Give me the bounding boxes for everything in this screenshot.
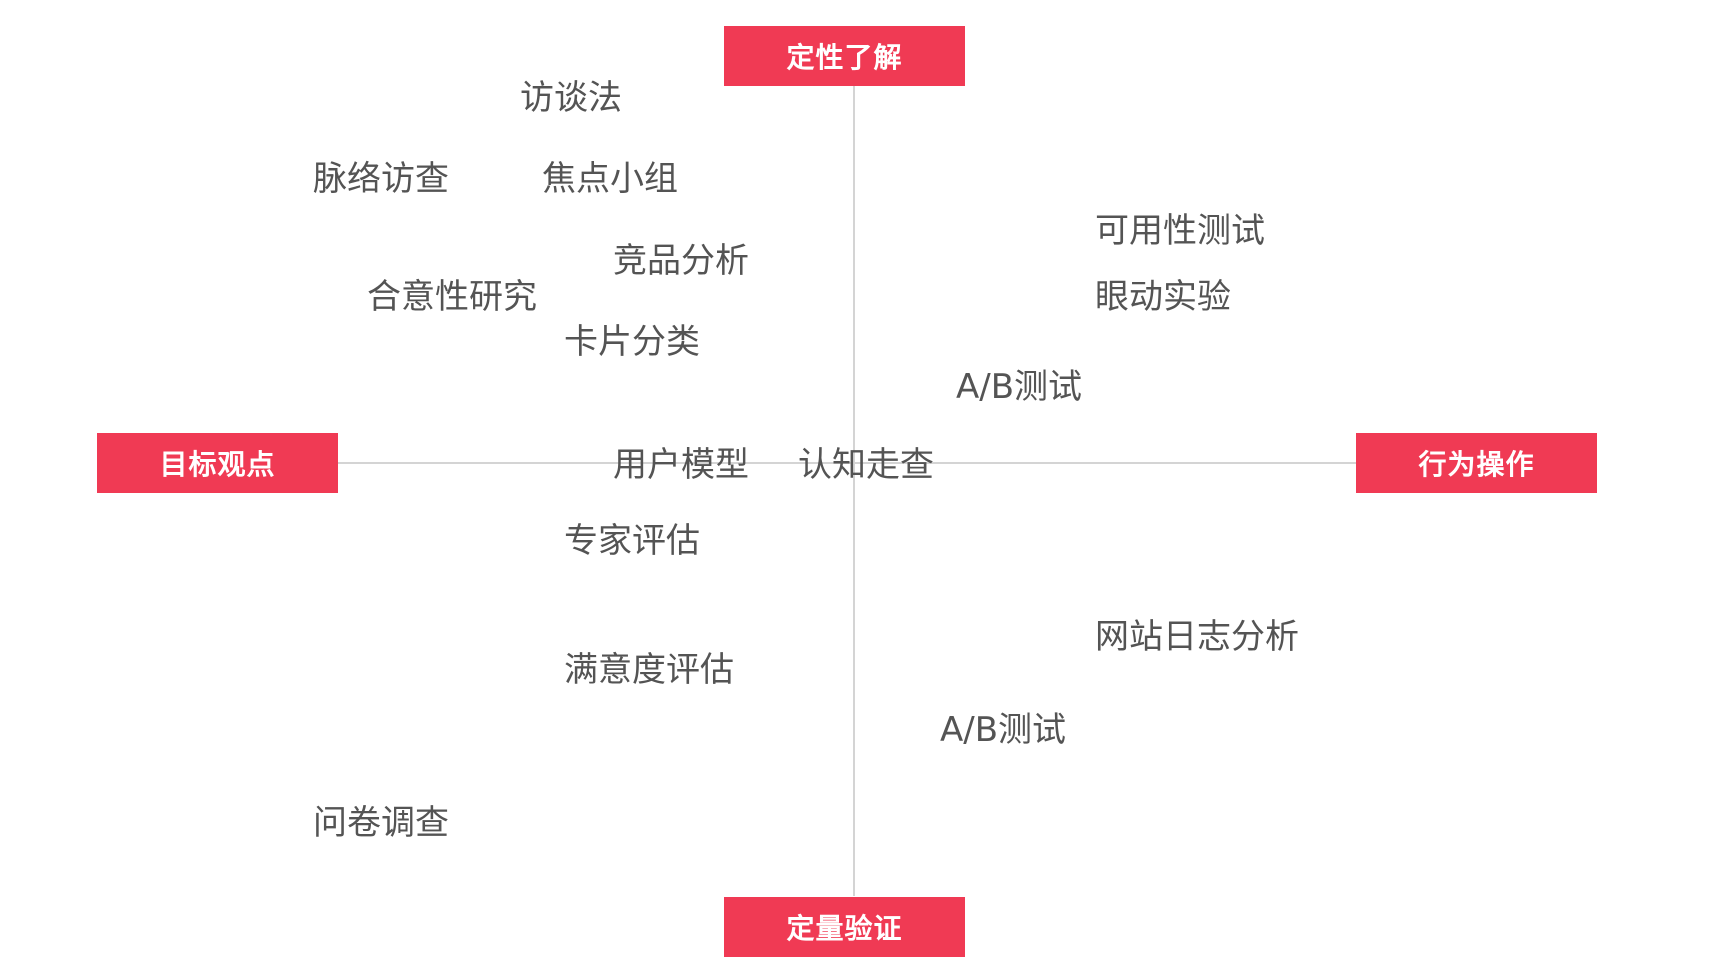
horizontal-axis-line — [338, 462, 1358, 464]
method-web-log-analysis: 网站日志分析 — [1095, 617, 1299, 657]
axis-label-right: 行为操作 — [1356, 433, 1597, 493]
axis-label-top: 定性了解 — [724, 26, 965, 86]
method-usability-test: 可用性测试 — [1095, 211, 1265, 251]
method-user-model: 用户模型 — [613, 445, 749, 485]
method-desirability-study: 合意性研究 — [367, 277, 537, 317]
method-contextual-inquiry: 脉络访查 — [313, 159, 449, 199]
method-expert-review: 专家评估 — [564, 521, 700, 561]
method-competitive-analysis: 竞品分析 — [613, 241, 749, 281]
axis-label-bottom: 定量验证 — [724, 897, 965, 957]
method-cognitive-walkthrough: 认知走查 — [798, 445, 934, 485]
method-interview: 访谈法 — [520, 78, 622, 118]
vertical-axis-line — [853, 86, 855, 896]
axis-label-left: 目标观点 — [97, 433, 338, 493]
method-card-sorting: 卡片分类 — [564, 322, 700, 362]
method-satisfaction-assessment: 满意度评估 — [564, 650, 734, 690]
method-eye-tracking: 眼动实验 — [1095, 277, 1231, 317]
method-focus-group: 焦点小组 — [542, 159, 678, 199]
method-ab-test-lower: A/B测试 — [940, 710, 1067, 750]
method-survey: 问卷调查 — [313, 803, 449, 843]
method-ab-test-upper: A/B测试 — [956, 367, 1083, 407]
